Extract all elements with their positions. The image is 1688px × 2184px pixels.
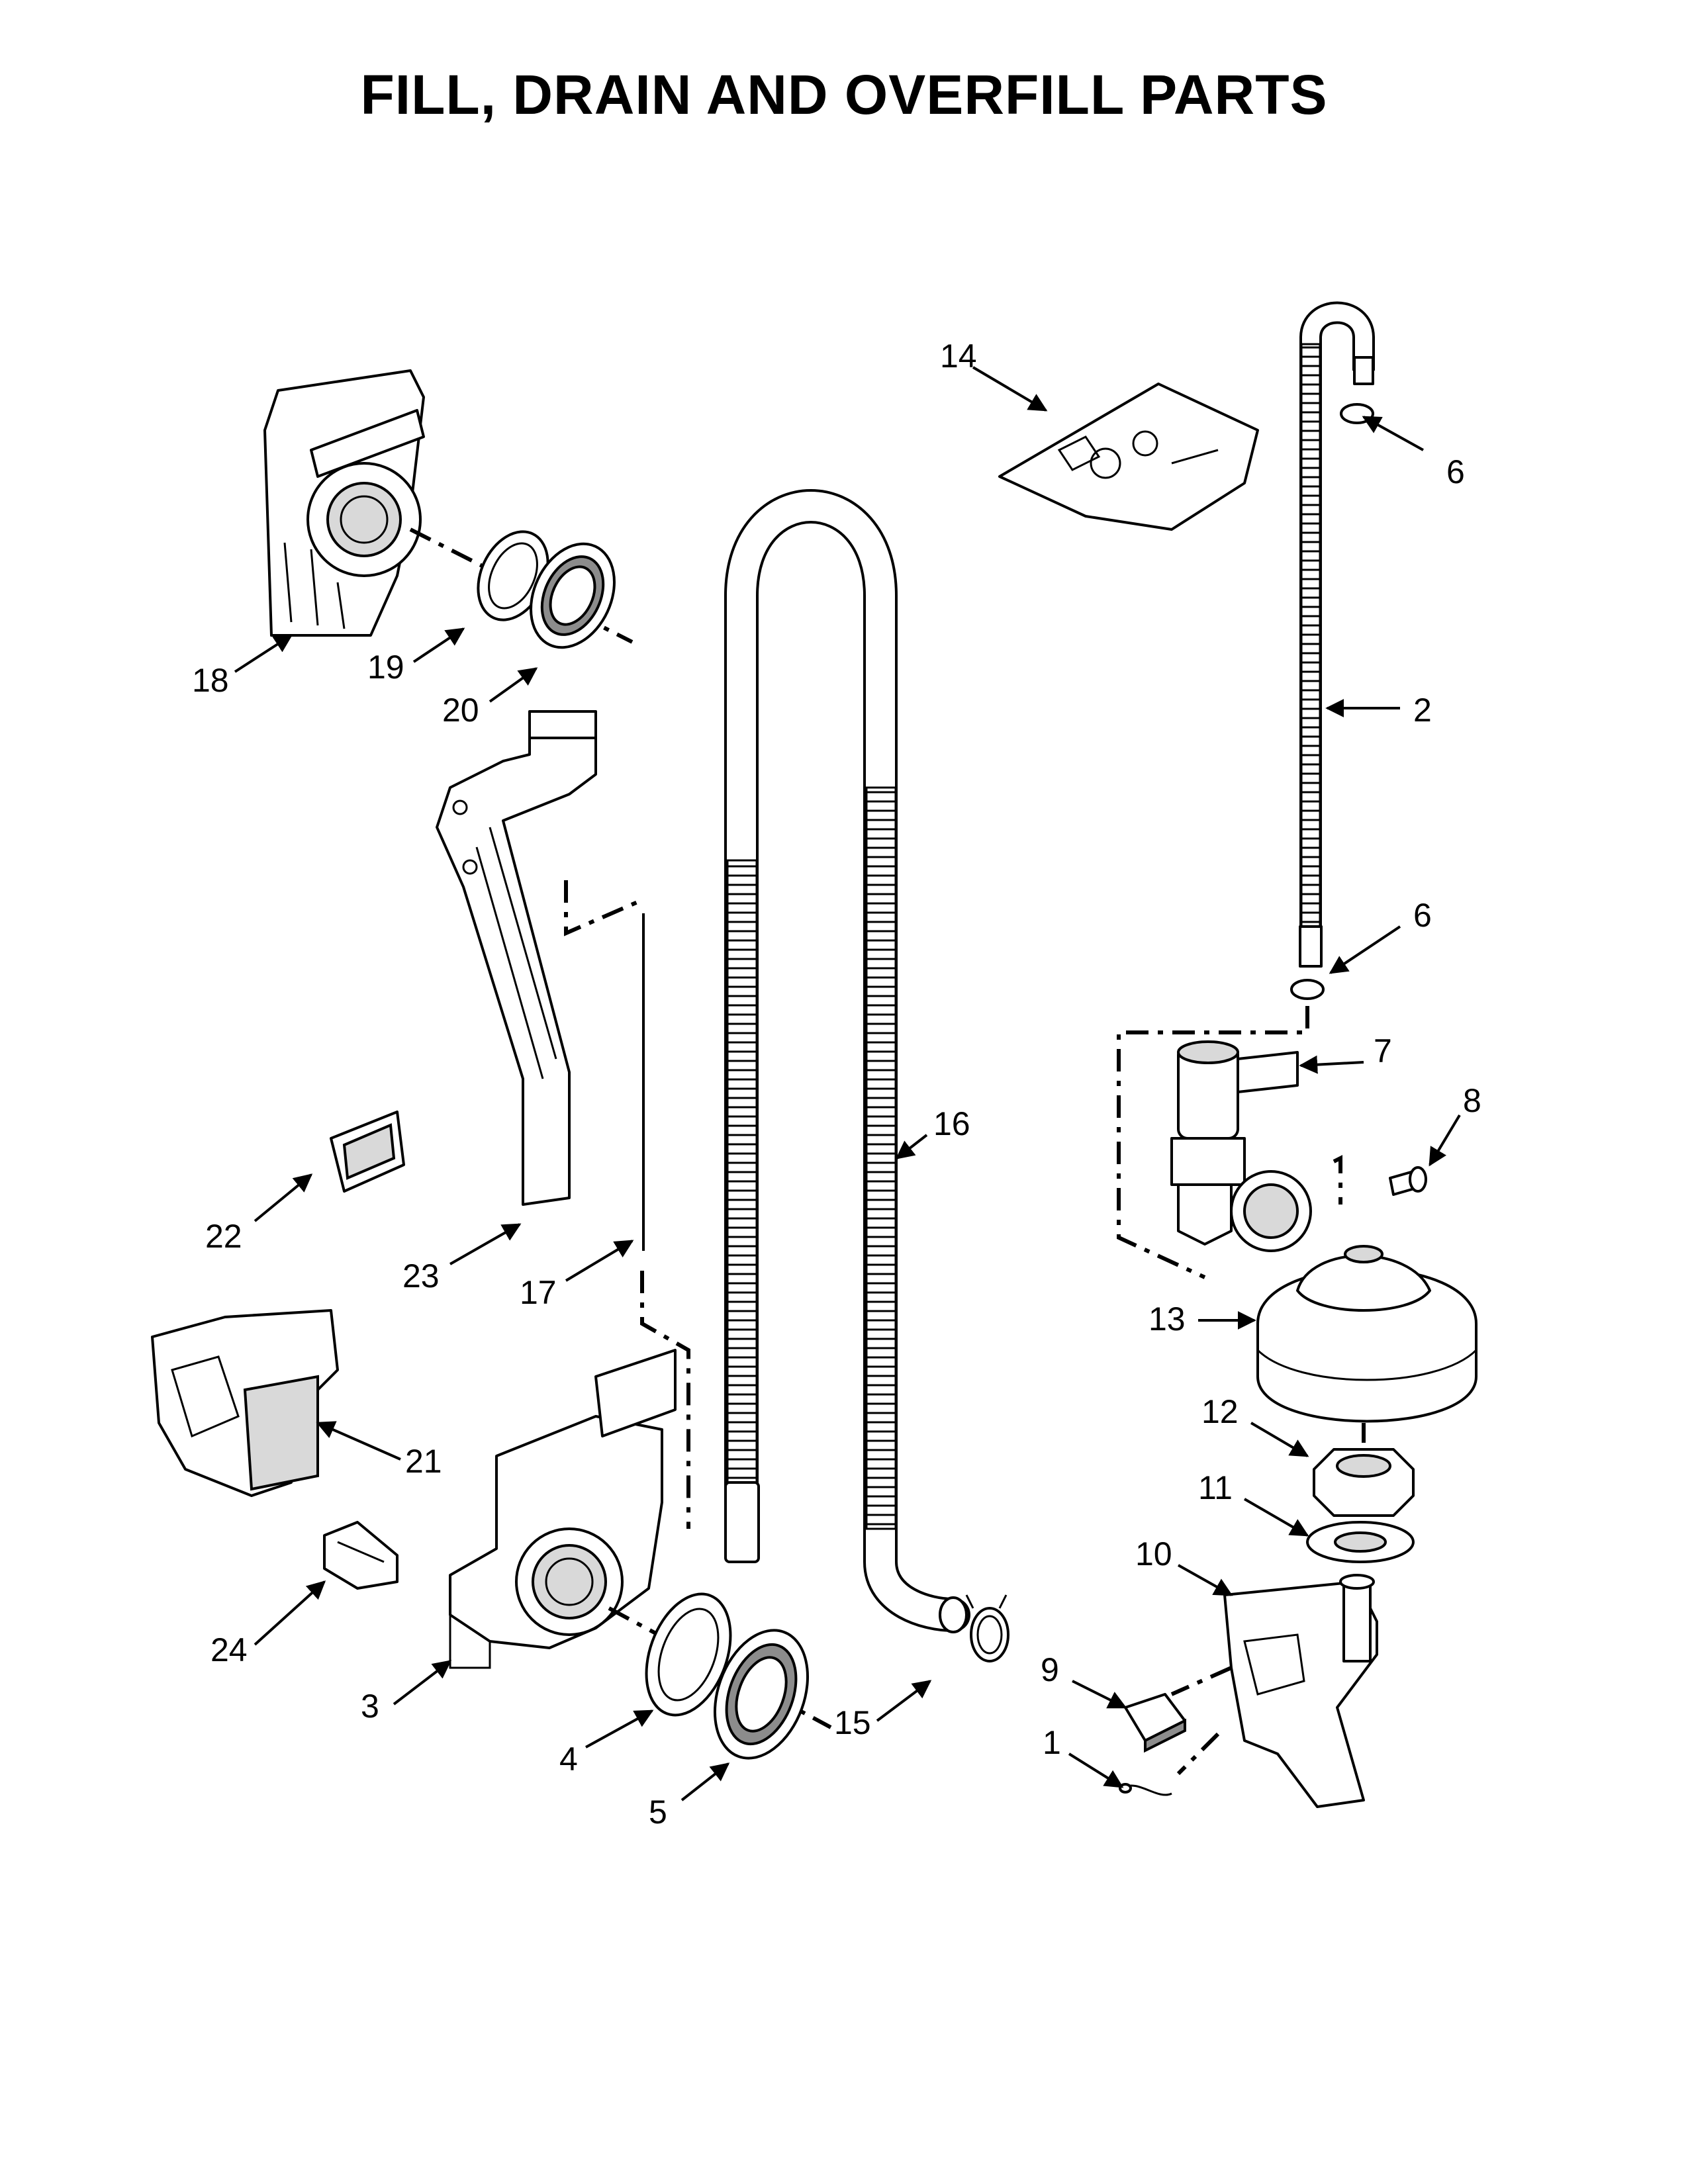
leader-23 [449,1223,522,1265]
part-15-hose-clamp[interactable] [965,1594,1009,1662]
callout-9: 9 [1041,1651,1059,1688]
leader-19 [412,627,465,663]
callout-5: 5 [649,1794,667,1831]
callout-7: 7 [1374,1032,1392,1069]
callout-11: 11 [1198,1469,1233,1506]
leader-3 [393,1660,452,1706]
callout-3: 3 [361,1688,379,1725]
leader-5 [680,1762,730,1801]
callout-20: 20 [442,692,479,729]
leader-6b [1329,925,1401,974]
part-13-float[interactable] [1256,1245,1477,1443]
callout-15: 15 [834,1704,871,1741]
part-4-gasket[interactable] [631,1582,746,1727]
leader-22 [254,1173,313,1222]
callout-14: 14 [940,338,977,375]
leader-8 [1429,1114,1461,1167]
leader-lines [234,366,1461,1801]
part-20-nut[interactable] [515,530,630,661]
part-6-clamp-bottom[interactable] [1290,979,1325,1000]
part-22-clip[interactable] [330,1111,405,1193]
part-1-wire-harness[interactable] [1119,1783,1172,1796]
leader-12 [1250,1422,1309,1457]
diagram-title: FILL, DRAIN AND OVERFILL PARTS [360,64,1328,126]
leader-18 [234,634,293,673]
part-18-filter-housing[interactable] [263,369,425,637]
part-10-float-bracket[interactable] [1223,1574,1378,1808]
part-16-drain-hose[interactable] [724,489,970,1633]
part-5-nut[interactable] [698,1617,825,1771]
part-7-inlet-valve[interactable] [1170,1040,1312,1252]
leader-17 [565,1240,634,1282]
callout-17: 17 [520,1274,557,1311]
part-3-sump[interactable] [449,1349,677,1669]
callout-22: 22 [205,1218,242,1255]
callout-13: 13 [1149,1300,1186,1338]
part-8-screw[interactable] [1389,1166,1427,1196]
callout-24: 24 [211,1631,248,1668]
leader-10 [1178,1564,1233,1596]
leader-15 [876,1680,932,1722]
callout-labels: 14 6 18 19 20 2 6 7 8 16 22 23 17 13 21 … [192,338,1481,1831]
leader-20 [489,667,538,703]
part-24-bracket[interactable] [323,1521,399,1590]
leader-7 [1299,1055,1364,1074]
callout-23: 23 [402,1257,440,1295]
leader-1 [1068,1752,1124,1788]
leader-9 [1072,1680,1127,1709]
part-23-vent-duct[interactable] [436,710,597,1206]
part-21-turbidity-housing[interactable] [151,1309,339,1497]
part-11-gasket[interactable] [1306,1521,1415,1563]
part-12-nut[interactable] [1313,1448,1415,1517]
callout-2: 2 [1413,692,1432,729]
callout-4: 4 [559,1741,578,1778]
leader-14 [972,366,1048,412]
callout-18: 18 [192,662,229,699]
leader-6a [1362,416,1424,451]
part-14-parts-bag[interactable] [998,383,1259,531]
part-9-switch[interactable] [1124,1693,1186,1753]
callout-12: 12 [1201,1393,1239,1430]
callout-21: 21 [405,1443,442,1480]
callout-1: 1 [1043,1724,1061,1761]
callout-8: 8 [1463,1082,1481,1119]
leader-11 [1243,1498,1309,1537]
callout-19: 19 [367,649,404,686]
part-2-fill-hose[interactable] [1299,301,1375,968]
callout-10: 10 [1135,1535,1172,1572]
leader-16 [895,1134,928,1160]
callout-6a: 6 [1446,453,1465,490]
leader-21 [316,1421,401,1461]
leader-24 [254,1580,326,1646]
callout-16: 16 [933,1105,970,1142]
leader-4 [585,1709,654,1749]
callout-6b: 6 [1413,897,1432,934]
